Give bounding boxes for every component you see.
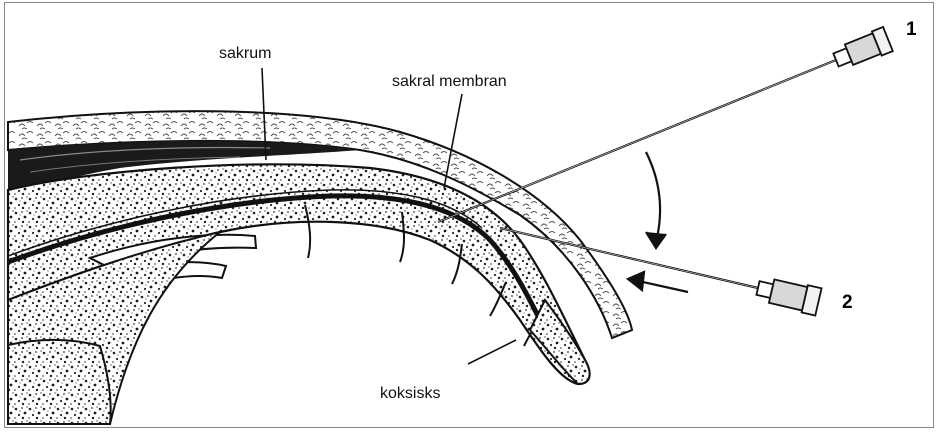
needle-1-number: 1	[906, 20, 917, 39]
pelvic-bone-lower	[8, 340, 111, 424]
direction-arrow	[628, 272, 688, 292]
sacrum-label: sakrum	[219, 46, 271, 62]
sacral-membrane-label: sakral membran	[392, 74, 507, 90]
coccyx-label: koksisks	[380, 386, 440, 402]
rotation-arrow	[646, 152, 666, 248]
needle-2-number: 2	[842, 293, 853, 312]
coccyx-leader	[468, 340, 516, 364]
